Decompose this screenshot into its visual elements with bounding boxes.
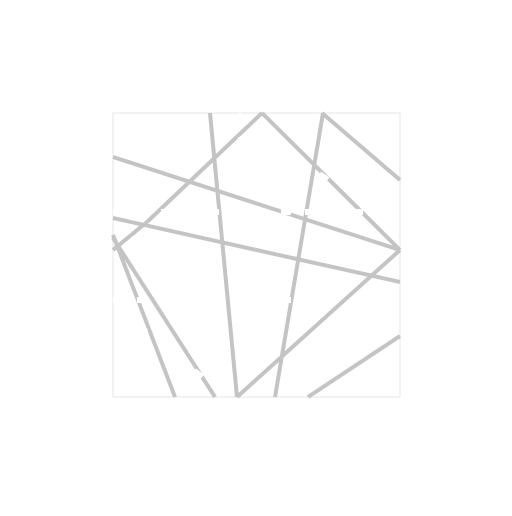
pattern-frame (112, 112, 401, 398)
line-b (112, 216, 401, 284)
gap-band-6 (298, 158, 332, 182)
line-f (208, 112, 239, 398)
line-g (273, 112, 325, 398)
gap-group (113, 113, 400, 397)
line-c (145, 111, 264, 224)
gap-band-5 (283, 202, 302, 218)
line-l (306, 334, 402, 399)
line-e (320, 111, 402, 182)
line-a (112, 155, 401, 252)
line-h (235, 248, 402, 399)
line-j (111, 234, 177, 398)
line-group (111, 111, 402, 399)
line-d (260, 111, 402, 252)
